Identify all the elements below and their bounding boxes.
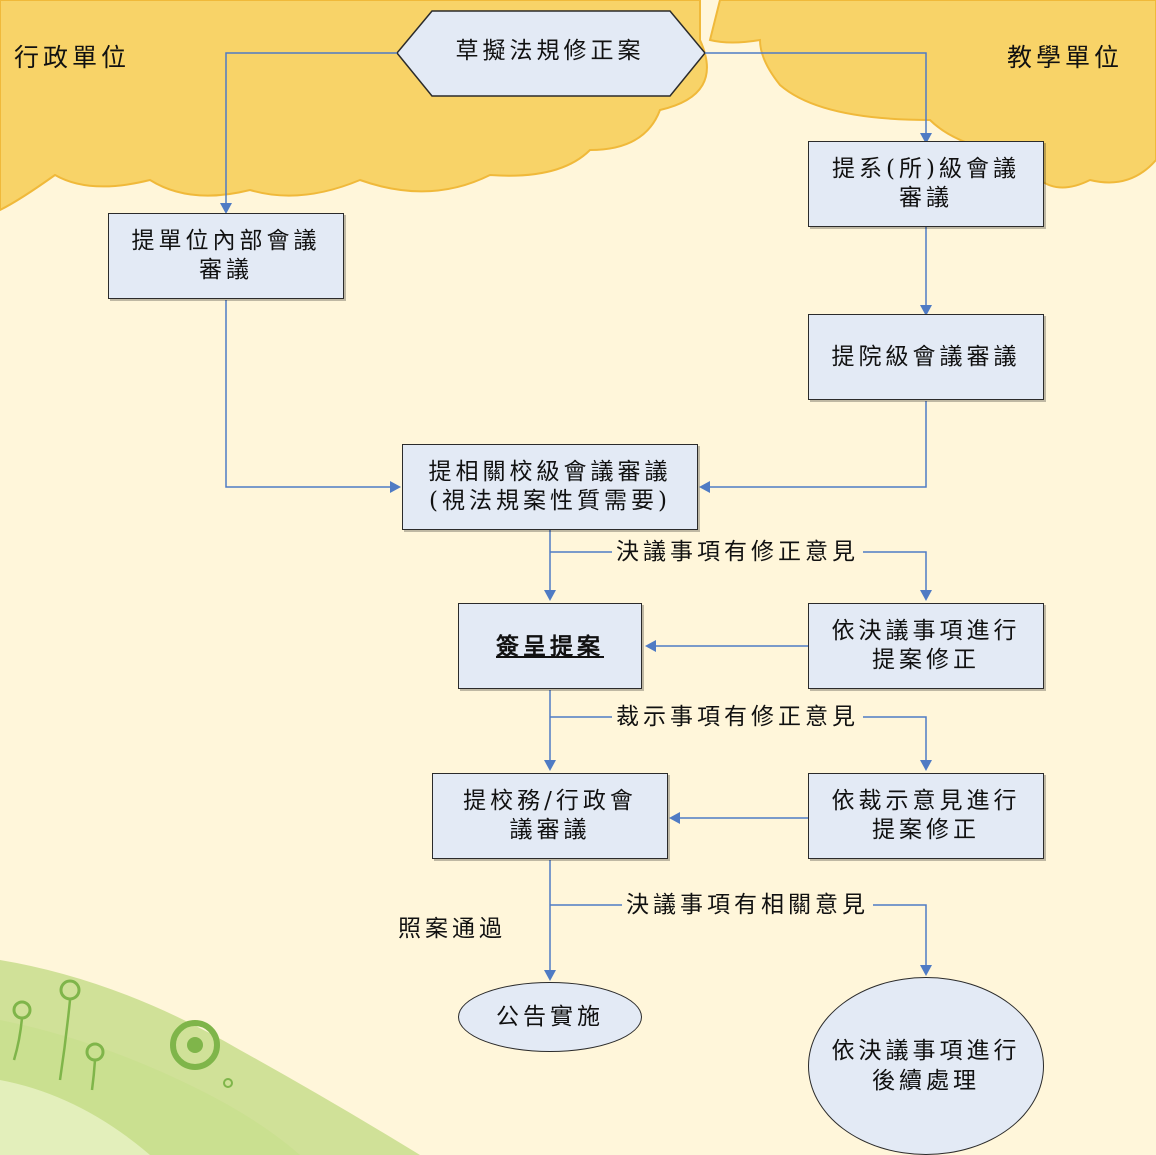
revise-resolution-line1: 依決議事項進行 xyxy=(831,618,1021,644)
council-meeting-line1: 提校務/行政會 xyxy=(463,788,637,814)
revise-instruction-line2: 提案修正 xyxy=(872,817,980,843)
arrowheads xyxy=(220,133,932,981)
approved-label: 照案通過 xyxy=(394,915,510,943)
resolution-revision-label: 決議事項有修正意見 xyxy=(612,538,863,566)
revise-instruction-line1: 依裁示意見進行 xyxy=(831,788,1021,814)
dept-meeting-line2: 審議 xyxy=(899,185,953,211)
follow-up-line2: 後續處理 xyxy=(872,1068,980,1094)
right-unit-label: 教學單位 xyxy=(1007,43,1124,72)
council-meeting-line2: 議審議 xyxy=(509,817,591,843)
right-cloud xyxy=(708,0,1156,189)
revise-by-resolution-box: 依決議事項進行 提案修正 xyxy=(808,603,1044,689)
announce-text: 公告實施 xyxy=(496,1004,604,1030)
green-decoration xyxy=(0,960,420,1155)
follow-up-ellipse: 依決議事項進行 後續處理 xyxy=(808,977,1044,1155)
submit-proposal-text: 簽呈提案 xyxy=(496,632,604,660)
school-meeting-box: 提相關校級會議審議 (視法規案性質需要) xyxy=(402,444,698,530)
council-meeting-box: 提校務/行政會 議審議 xyxy=(432,773,668,859)
admin-internal-meeting-box: 提單位內部會議 審議 xyxy=(108,213,344,299)
school-meeting-line2: (視法規案性質需要) xyxy=(429,488,671,514)
announce-ellipse: 公告實施 xyxy=(458,982,642,1052)
school-meeting-line1: 提相關校級會議審議 xyxy=(428,459,672,485)
college-meeting-box: 提院級會議審議 xyxy=(808,314,1044,400)
revise-by-instruction-box: 依裁示意見進行 提案修正 xyxy=(808,773,1044,859)
follow-up-line1: 依決議事項進行 xyxy=(831,1038,1021,1064)
college-meeting-text: 提院級會議審議 xyxy=(831,343,1021,370)
start-node-text: 草擬法規修正案 xyxy=(455,38,645,64)
resolution-related-label: 決議事項有相關意見 xyxy=(622,891,873,919)
admin-meeting-line2: 審議 xyxy=(199,257,253,283)
connectors xyxy=(225,52,927,970)
instruction-revision-label: 裁示事項有修正意見 xyxy=(612,703,863,731)
submit-proposal-box: 簽呈提案 xyxy=(458,603,642,689)
dept-meeting-box: 提系(所)級會議 審議 xyxy=(808,141,1044,227)
left-unit-label: 行政單位 xyxy=(14,43,131,72)
revise-resolution-line2: 提案修正 xyxy=(872,647,980,673)
admin-meeting-line1: 提單位內部會議 xyxy=(131,228,321,254)
dept-meeting-line1: 提系(所)級會議 xyxy=(832,156,1020,182)
